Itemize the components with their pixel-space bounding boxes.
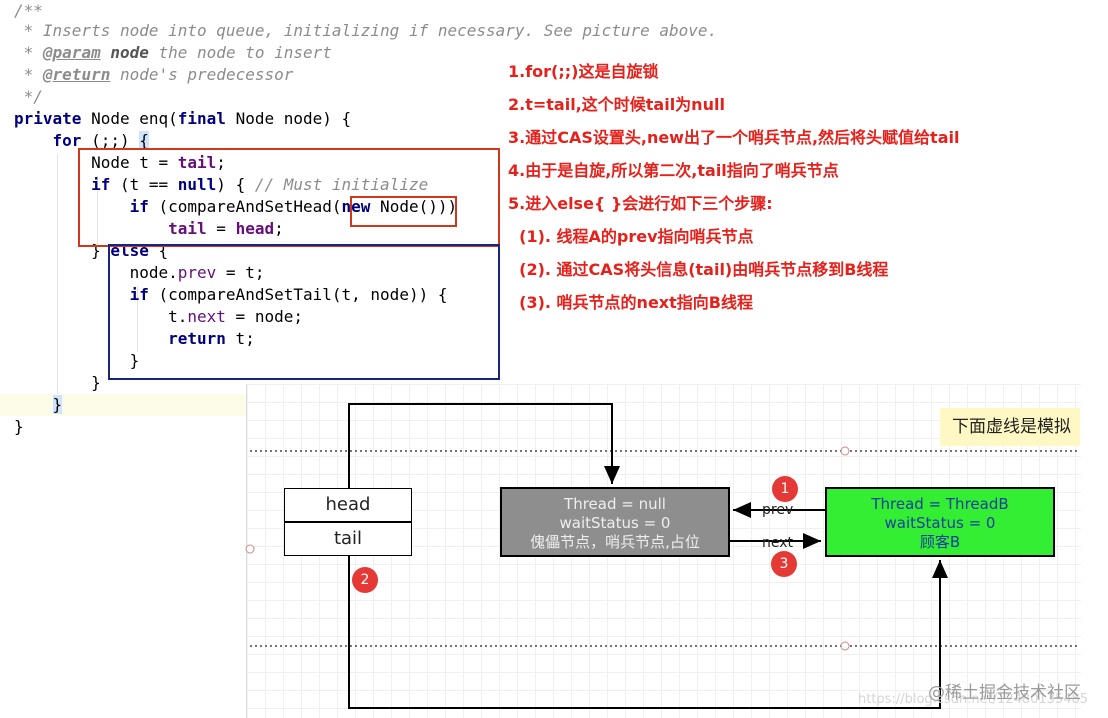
simulation-note: 下面虚线是模拟 (940, 408, 1080, 446)
code-editor: /** * Inserts node into queue, initializ… (0, 0, 717, 440)
threadB-node: Thread = ThreadB waitStatus = 0 顾客B (825, 487, 1055, 557)
threadB-thread: Thread = ThreadB (871, 495, 1009, 513)
next-label: next (762, 535, 794, 551)
step-badge-2: 2 (352, 567, 378, 593)
tail-pointer-cell: tail (284, 522, 412, 556)
threadB-wait-status: waitStatus = 0 (884, 514, 996, 532)
code-line-16: return t; (168, 329, 255, 348)
prev-label: prev (762, 502, 794, 518)
code-line-6: private Node enq(final Node node) { (14, 109, 352, 128)
annotation-3: 3.通过CAS设置头,new出了一个哨兵节点,然后将头赋值给tail (508, 128, 960, 147)
sentinel-node: Thread = null waitStatus = 0 傀儡节点，哨兵节点,占… (500, 487, 730, 557)
head-to-sentinel-arrow (348, 403, 620, 488)
watermark-brand: @稀土掘金技术社区 (928, 683, 1081, 703)
indent-guide (137, 286, 138, 352)
indent-guide (57, 154, 58, 394)
code-line-3: * @param node the node to insert (14, 43, 332, 62)
code-line-5: */ (14, 87, 43, 106)
code-line-18: } (91, 373, 101, 392)
code-line-11: tail = head; (168, 219, 284, 238)
annotation-4: 4.由于是自旋,所以第二次,tail指向了哨兵节点 (508, 161, 839, 180)
code-line-1: /** (14, 1, 43, 20)
threadB-description: 顾客B (919, 533, 961, 551)
annotation-5: 5.进入else{ }会进行如下三个步骤: (508, 194, 773, 213)
annotation-1: 1.for(;;)这是自旋锁 (508, 62, 659, 81)
head-pointer-cell: head (284, 488, 412, 522)
sentinel-description: 傀儡节点，哨兵节点,占位 (530, 533, 700, 551)
step-badge-3: 3 (771, 551, 797, 577)
code-line-8: Node t = tail; (91, 153, 226, 172)
annotation-2: 2.t=tail,这个时候tail为null (508, 95, 725, 114)
new-node-highlight-box (350, 196, 457, 227)
code-line-2: * Inserts node into queue, initializing … (14, 21, 718, 40)
tail-to-threadB-arrow (348, 556, 948, 709)
step-badge-1: 1 (772, 476, 798, 502)
code-line-19: } (52, 395, 63, 414)
code-line-7: for (;;) { (52, 131, 149, 150)
annotation-5-step-3: (3). 哨兵节点的next指向B线程 (508, 293, 753, 312)
annotation-5-step-2: (2). 通过CAS将头信息(tail)由哨兵节点移到B线程 (508, 260, 889, 279)
sentinel-wait-status: waitStatus = 0 (559, 514, 671, 532)
annotation-5-step-1: (1). 线程A的prev指向哨兵节点 (508, 227, 754, 246)
sentinel-thread: Thread = null (564, 495, 666, 513)
guide-handle (245, 544, 255, 554)
guide-handle (840, 446, 850, 456)
code-line-4: * @return node's predecessor (14, 65, 294, 84)
watermark-url: https://blog.csdn.net/12480135485 (858, 692, 1089, 707)
code-line-10: if (compareAndSetHead(new Node())) (129, 197, 458, 216)
code-line-17: } (129, 351, 140, 370)
code-line-14: if (compareAndSetTail(t, node)) { (129, 285, 448, 304)
code-line-9: if (t == null) { // Must initialize (91, 175, 429, 194)
code-line-13: node.prev = t; (129, 263, 265, 282)
indent-guide (97, 176, 98, 246)
code-line-20: } (14, 417, 24, 436)
else-block-highlight-box (108, 244, 500, 380)
code-line-15: t.next = node; (168, 307, 303, 326)
guide-handle (840, 641, 850, 651)
if-block-highlight-box (78, 148, 500, 247)
